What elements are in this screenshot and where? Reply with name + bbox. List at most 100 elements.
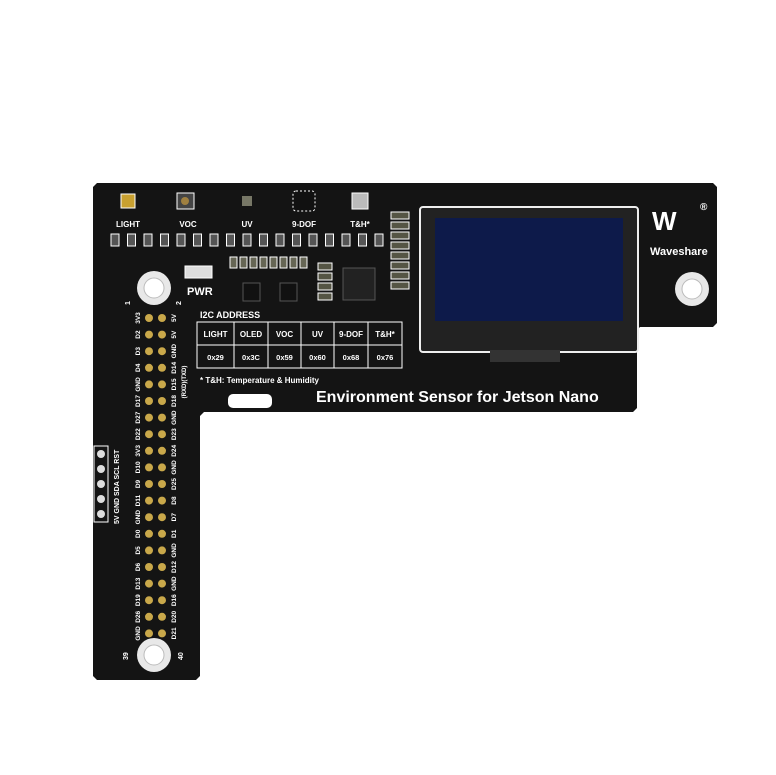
smd-resistor bbox=[374, 233, 384, 247]
gpio-pin-label: D13 bbox=[135, 577, 142, 589]
gpio-pin-label: D26 bbox=[135, 610, 142, 622]
gpio-pin-label: D9 bbox=[135, 479, 142, 488]
gpio-pin-label: D3 bbox=[135, 347, 142, 356]
brand-name: Waveshare bbox=[650, 246, 708, 258]
smd-resistor bbox=[317, 272, 333, 281]
gpio-pin bbox=[158, 446, 166, 455]
gpio-pin-label: D1 bbox=[171, 529, 178, 538]
side-header-pin bbox=[97, 465, 105, 473]
smd-resistor bbox=[390, 251, 410, 260]
smd-resistor bbox=[390, 261, 410, 270]
gpio-pin-label: GND bbox=[171, 543, 178, 558]
gpio-pin bbox=[158, 463, 166, 472]
9dof-sensor-chip bbox=[292, 190, 316, 212]
smd-resistor bbox=[390, 241, 410, 250]
gpio-pin-label: D27 bbox=[135, 411, 142, 423]
i2c-header-cell: 9-DOF bbox=[339, 330, 363, 339]
pin-number: 39 bbox=[123, 652, 130, 660]
gpio-pin-label: D2 bbox=[135, 330, 142, 339]
gpio-pin bbox=[145, 314, 153, 322]
i2c-address-cell: 0x59 bbox=[276, 353, 293, 362]
i2c-heading: I2C ADDRESS bbox=[200, 310, 260, 320]
waveshare-logo: W bbox=[652, 206, 677, 236]
gpio-pin bbox=[158, 546, 166, 555]
gpio-pin-label: D8 bbox=[171, 496, 178, 505]
smd-resistor bbox=[209, 233, 219, 247]
gpio-pin-label: D25 bbox=[171, 478, 178, 490]
side-header-pin bbox=[97, 480, 105, 488]
ic-chip bbox=[279, 282, 298, 302]
gpio-pin bbox=[145, 463, 153, 472]
gpio-pin-label: D17 bbox=[135, 395, 142, 407]
gpio-pin-label: D7 bbox=[171, 513, 178, 522]
smd-resistor bbox=[317, 282, 333, 291]
gpio-pin-label: D20 bbox=[171, 610, 178, 622]
smd-resistor bbox=[292, 233, 301, 247]
smd-resistor bbox=[317, 262, 333, 271]
gpio-pin bbox=[145, 347, 153, 356]
smd-resistor bbox=[143, 233, 153, 247]
side-header-label: 5V GND SDA SCL RST bbox=[114, 449, 121, 524]
gpio-pin-label: D10 bbox=[135, 461, 142, 473]
mounting-hole bbox=[675, 272, 709, 306]
gpio-pin bbox=[145, 363, 153, 372]
pwr-label: PWR bbox=[187, 286, 213, 298]
gpio-pin bbox=[145, 480, 153, 488]
i2c-address-cell: 0x60 bbox=[309, 353, 326, 362]
gpio-pin-label: D12 bbox=[171, 561, 178, 573]
gpio-pin-label: GND bbox=[135, 377, 142, 392]
light-sensor-chip bbox=[120, 193, 136, 209]
smd-resistor bbox=[229, 256, 238, 269]
smd-resistor bbox=[390, 221, 410, 230]
smd-resistor bbox=[390, 281, 410, 290]
gpio-pin-label: D23 bbox=[171, 428, 178, 440]
smd-resistor bbox=[193, 233, 202, 247]
ic-chip bbox=[242, 282, 261, 302]
gpio-pin bbox=[145, 529, 153, 538]
gpio-pin-label: D11 bbox=[135, 494, 142, 506]
smd-resistor bbox=[176, 233, 186, 247]
gpio-pin bbox=[158, 596, 166, 605]
gpio-pin bbox=[158, 363, 166, 372]
gpio-pin bbox=[158, 397, 166, 405]
gpio-pin-label: GND bbox=[171, 576, 178, 591]
gpio-pin bbox=[145, 380, 153, 389]
i2c-header-cell: OLED bbox=[240, 330, 262, 339]
gpio-pin bbox=[145, 596, 153, 605]
i2c-header-cell: LIGHT bbox=[204, 330, 228, 339]
gpio-pin-label: D14 bbox=[171, 361, 178, 373]
gpio-pin bbox=[158, 496, 166, 505]
pin-number: 1 bbox=[125, 301, 132, 305]
i2c-address-cell: 0x68 bbox=[343, 353, 360, 362]
gpio-pin bbox=[145, 579, 153, 588]
board-slot bbox=[228, 394, 272, 408]
smd-resistor bbox=[259, 233, 268, 247]
gpio-pin bbox=[145, 612, 153, 621]
smd-resistor bbox=[259, 256, 268, 269]
gpio-pin-label: D4 bbox=[135, 363, 142, 372]
gpio-pin-label: GND bbox=[135, 626, 142, 641]
gpio-pin bbox=[145, 546, 153, 555]
smd-resistor bbox=[279, 256, 288, 269]
gpio-pin-label: 5V bbox=[171, 313, 178, 322]
uv-sensor-chip bbox=[242, 196, 252, 206]
smd-resistor bbox=[239, 256, 248, 269]
smd-resistor bbox=[390, 231, 410, 240]
oled-ribbon bbox=[490, 350, 560, 362]
gpio-pin bbox=[145, 629, 153, 638]
i2c-header-cell: T&H* bbox=[375, 330, 395, 339]
gpio-pin bbox=[158, 430, 166, 439]
gpio-pin-label: D15 bbox=[171, 378, 178, 390]
side-header-outline bbox=[93, 445, 109, 523]
gpio-pin-label: GND bbox=[171, 410, 178, 425]
side-header-pin bbox=[97, 450, 105, 458]
sensor-label: UV bbox=[241, 220, 253, 229]
smd-resistor bbox=[289, 256, 298, 269]
gpio-pin-label: D22 bbox=[135, 428, 142, 440]
gpio-pin bbox=[158, 380, 166, 389]
gpio-pin-label: D21 bbox=[171, 627, 178, 639]
gpio-pin bbox=[145, 446, 153, 455]
gpio-pin-label: D0 bbox=[135, 529, 142, 538]
uart-label: (RXD)(TXD) bbox=[182, 366, 188, 399]
